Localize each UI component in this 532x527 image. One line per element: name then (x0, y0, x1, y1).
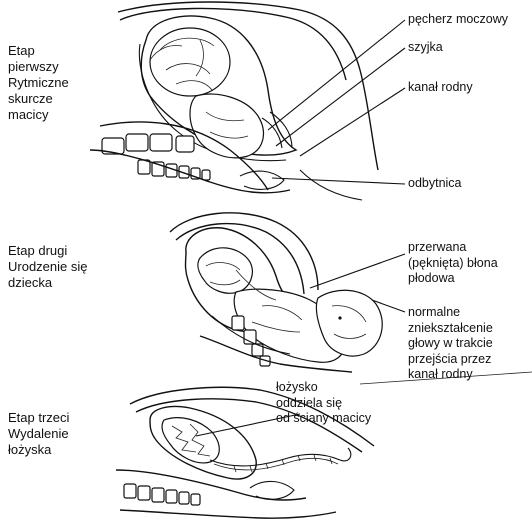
stage-3-label: Etap trzeci Wydalenie łożyska (8, 410, 69, 458)
stage-1-drawing (90, 2, 405, 200)
callout-birth-canal: kanał rodny (408, 80, 473, 96)
callout-placenta: łożysko oddziela się od ściany macicy (276, 380, 371, 427)
stage-1-label: Etap pierwszy Rytmiczne skurcze macicy (8, 43, 69, 123)
stage-2-label: Etap drugi Urodzenie się dziecka (8, 243, 88, 291)
callout-rectum: odbytnica (408, 176, 462, 192)
callout-membrane: przerwana (pęknięta) błona płodowa (408, 240, 498, 287)
stage-3-spine (124, 484, 200, 505)
callout-bladder: pęcherz moczowy (408, 12, 508, 28)
stage-1-spine (102, 134, 210, 180)
callout-head-moulding: normalne zniekształcenie głowy w trakcie… (408, 305, 493, 383)
callout-cervix: szyjka (408, 40, 443, 56)
stage-2-drawing (170, 213, 405, 372)
